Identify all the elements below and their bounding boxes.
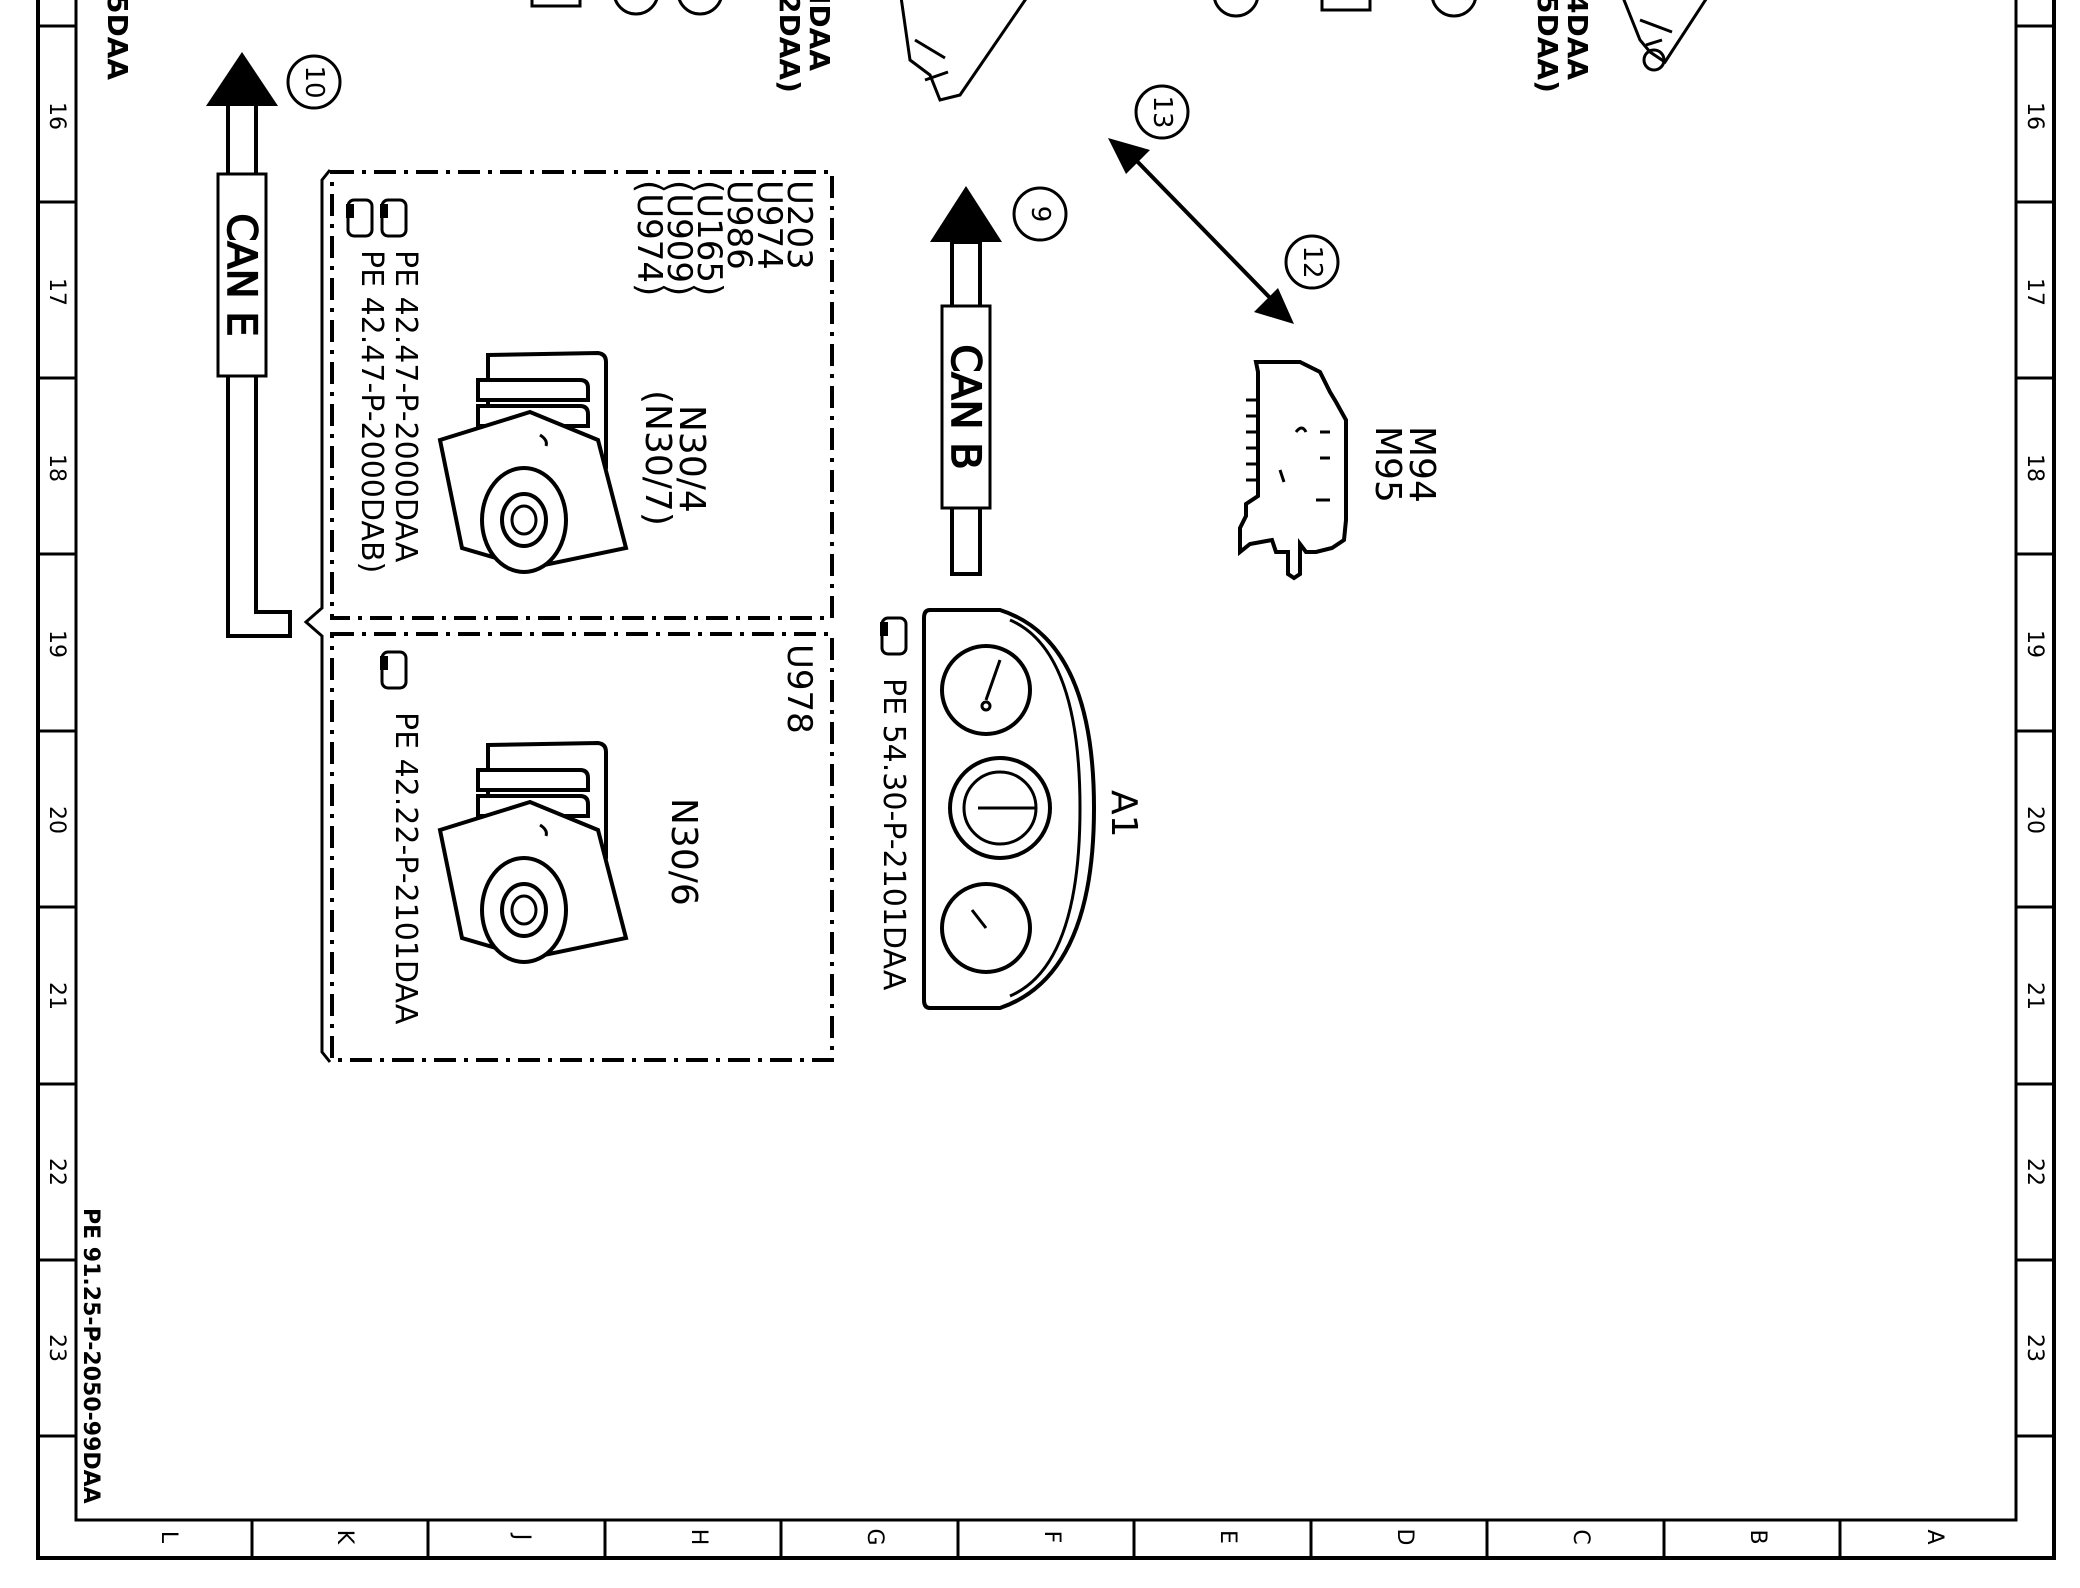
can-e-label-box (216, 172, 268, 378)
hand-pointer-icon (380, 650, 408, 690)
row-number: 18 (44, 454, 69, 482)
partial-connector-drawing (1622, 0, 1708, 65)
control-unit-drawing (437, 350, 629, 574)
column-letter: B (1745, 1529, 1770, 1544)
document-reference-link: PE 42.47-P-2000DAB) (354, 250, 389, 573)
column-letter: C (1568, 1529, 1593, 1544)
top-partial-elements: 5DAA IDAA 2DAA) 4DAA 5DAA) (101, 0, 1708, 102)
row-number: 21 (44, 982, 69, 1010)
can-b-label-box (940, 304, 992, 510)
callout-number: 12 (1297, 245, 1327, 278)
variant-code: (U909) (659, 180, 699, 296)
hand-pointer-icon (380, 198, 408, 238)
callout-number: 13 (1147, 95, 1177, 128)
component-label-alt: (N30/7) (637, 390, 678, 526)
column-letter: K (332, 1530, 357, 1545)
variant-code: U986 (719, 180, 759, 270)
group-top-box: U203 U974 U986 (U165) (U909) (U974) N30/… (330, 170, 834, 620)
column-letters: L K J H G F E D C B A (156, 1528, 1947, 1545)
row-number: 20 (44, 806, 69, 834)
column-letter: H (686, 1529, 711, 1546)
variant-code: (U165) (689, 180, 729, 296)
hand-pointer-icon (346, 198, 374, 238)
group-brace (303, 169, 332, 1063)
partial-label: 2DAA) (773, 0, 806, 93)
column-letter: L (156, 1531, 181, 1544)
callout-number: 9 (1025, 206, 1055, 223)
callout-9: 9 (1012, 186, 1068, 242)
row-number: 17 (44, 278, 69, 306)
row-number: 23 (2022, 1334, 2047, 1362)
arrow-head-icon (930, 186, 1002, 242)
column-letter: G (862, 1528, 887, 1545)
group-bottom-box: U978 N30/6 PE 42.22-P-2101DAA (330, 632, 834, 1062)
partial-label: 5DAA (101, 0, 134, 80)
row-number: 18 (2022, 454, 2047, 482)
dashed-outline (330, 170, 834, 620)
row-number: 16 (44, 102, 69, 130)
component-label: N30/6 (663, 798, 704, 906)
document-reference-link: PE 42.47-P-2000DAA (388, 250, 423, 563)
arrow-head-icon (1108, 138, 1150, 174)
callout-number: 10 (299, 65, 329, 98)
frame-outer-border (36, 0, 2056, 1560)
document-reference: PE 91.25-P-2050-99DAA (78, 1208, 103, 1504)
row-numbers-left: 16 17 18 19 20 21 22 23 (44, 102, 69, 1362)
component-label: N30/4 (671, 405, 712, 513)
variant-code: U203 (779, 180, 819, 270)
motor-label: M94 (1401, 426, 1442, 503)
column-ticks (250, 1520, 1842, 1558)
arrow-head-icon (1254, 288, 1294, 324)
row-numbers-right: 16 17 18 19 20 21 22 23 (2022, 102, 2047, 1362)
callout-12: 12 (1284, 234, 1340, 290)
variant-code: U974 (749, 180, 789, 270)
column-letter: D (1392, 1529, 1417, 1546)
column-letter: J (509, 1532, 534, 1541)
connection-arrow-13-12 (1108, 138, 1294, 324)
motor-drawing (1238, 360, 1348, 581)
dashed-outline (330, 632, 834, 1062)
arrow-head-icon (206, 52, 278, 106)
row-number: 19 (44, 630, 69, 658)
callout-13: 13 (1134, 84, 1190, 140)
row-number: 23 (44, 1334, 69, 1362)
row-number: 19 (2022, 630, 2047, 658)
callout-10: 10 (286, 54, 342, 110)
partial-connector-drawing (899, 0, 1027, 102)
row-ticks (38, 24, 2054, 1438)
variant-code: (U974) (629, 180, 669, 296)
row-number: 17 (2022, 278, 2047, 306)
column-letter: E (1215, 1530, 1240, 1544)
row-number: 22 (44, 1158, 69, 1186)
partial-label: 4DAA (1561, 0, 1594, 80)
drawing-frame (36, 0, 2056, 1560)
can-b-label: CAN B (942, 344, 988, 469)
instrument-cluster-a1: A1 PE 54.30-P-2101DAA (876, 608, 1144, 1010)
control-unit-drawing (437, 740, 629, 964)
variant-code: U978 (779, 644, 819, 734)
can-b-bus: CAN B (930, 186, 1002, 576)
can-e-bus: CAN E (206, 52, 292, 638)
hand-pointer-icon (880, 616, 908, 656)
document-reference-link: PE 54.30-P-2101DAA (876, 678, 911, 991)
row-number: 20 (2022, 806, 2047, 834)
row-number: 16 (2022, 102, 2047, 130)
column-letter: A (1922, 1529, 1947, 1544)
partial-label: IDAA (803, 0, 836, 71)
column-letter: F (1039, 1531, 1064, 1544)
component-label: A1 (1103, 790, 1144, 838)
motor-label: M95 (1367, 426, 1408, 503)
row-number: 21 (2022, 982, 2047, 1010)
row-number: 22 (2022, 1158, 2047, 1186)
motor-m94-m95: M94 M95 (1238, 360, 1442, 581)
document-reference-link: PE 42.22-P-2101DAA (388, 712, 423, 1025)
can-e-label: CAN E (218, 213, 264, 336)
partial-label: 5DAA) (1531, 0, 1564, 93)
